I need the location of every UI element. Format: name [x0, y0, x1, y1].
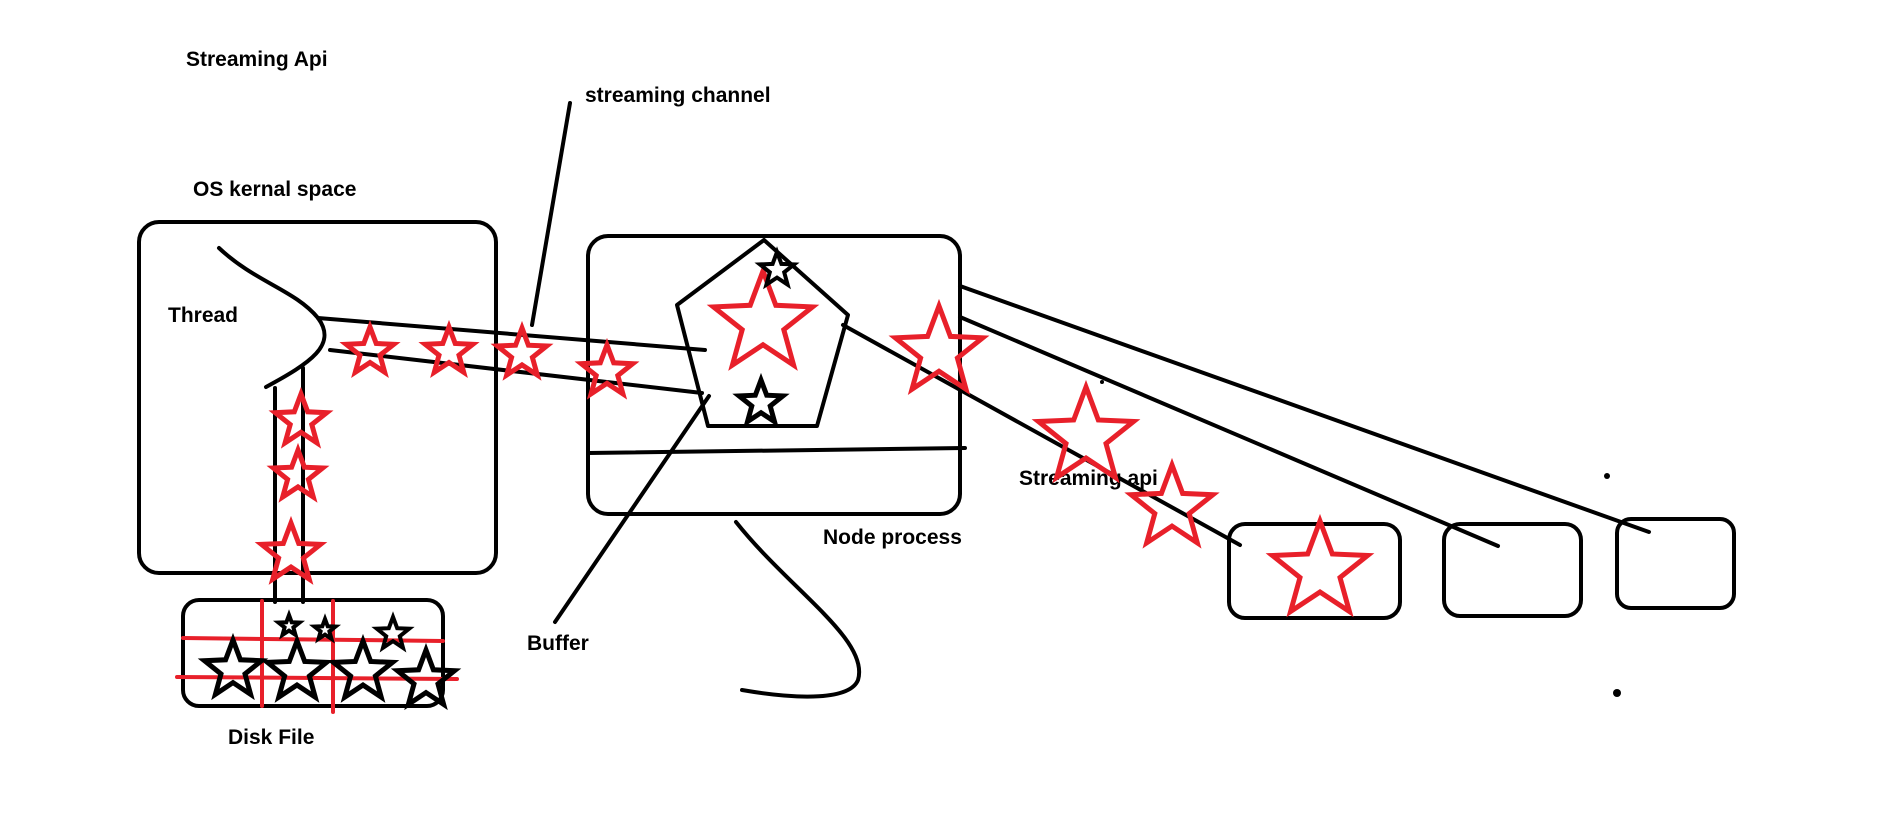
- buffer-pointer: [553, 394, 711, 624]
- disk-star-2-icon: [308, 613, 342, 644]
- stream-star-2-icon: [1031, 379, 1141, 484]
- client-box-2: [1442, 522, 1583, 618]
- client-star-1-icon: [1265, 513, 1375, 618]
- buffer-label: Buffer: [527, 632, 589, 655]
- stream-star-3-icon: [1124, 457, 1220, 549]
- pipe-star-1-icon: [268, 386, 334, 449]
- node-process-label: Node process: [823, 526, 962, 549]
- stray-dot-1: [1100, 380, 1104, 384]
- node-process-divider: [586, 446, 967, 455]
- stray-dot-2: [1604, 473, 1610, 479]
- disk-star-7-icon: [390, 642, 462, 711]
- disk-star-5-icon: [260, 633, 334, 703]
- channel-line-top: [316, 316, 707, 352]
- os-kernel-space-label: OS kernal space: [193, 178, 356, 201]
- disk-grid-h1: [181, 636, 445, 643]
- disk-file-box: [181, 598, 445, 708]
- client-box-3: [1615, 517, 1736, 610]
- streaming-channel-label: streaming channel: [585, 84, 771, 107]
- buffer-star-small-top-icon: [754, 246, 800, 290]
- node-process-tail: [734, 520, 862, 699]
- channel-star-3-icon: [490, 320, 554, 381]
- disk-star-4-icon: [197, 632, 269, 701]
- stream-star-1-icon: [888, 298, 990, 395]
- client-box-1: [1227, 522, 1402, 620]
- disk-star-3-icon: [371, 611, 415, 653]
- os-kernel-space-box: [137, 220, 498, 575]
- pipe-star-3-icon: [254, 515, 328, 585]
- thread-label: Thread: [168, 304, 238, 327]
- stream-line-2: [958, 315, 1500, 548]
- disk-star-1-icon: [272, 609, 306, 640]
- buffer-star-large-icon: [706, 263, 820, 371]
- channel-star-1-icon: [339, 319, 401, 378]
- stream-line-3: [958, 284, 1651, 534]
- stray-dot-3: [1613, 689, 1621, 697]
- channel-star-4-icon: [574, 337, 640, 400]
- diagram-title: Streaming Api: [186, 48, 328, 71]
- pipe-star-2-icon: [266, 442, 330, 503]
- buffer-star-small-bottom-icon: [732, 372, 790, 428]
- stars-layer: [197, 246, 1375, 711]
- streaming-api-label: Streaming api: [1019, 467, 1158, 490]
- channel-pointer: [530, 101, 572, 327]
- disk-star-6-icon: [326, 633, 400, 703]
- channel-star-2-icon: [418, 319, 480, 378]
- disk-file-label: Disk File: [228, 726, 314, 749]
- buffer-pentagon: [675, 238, 850, 428]
- stream-line-1: [841, 323, 1242, 547]
